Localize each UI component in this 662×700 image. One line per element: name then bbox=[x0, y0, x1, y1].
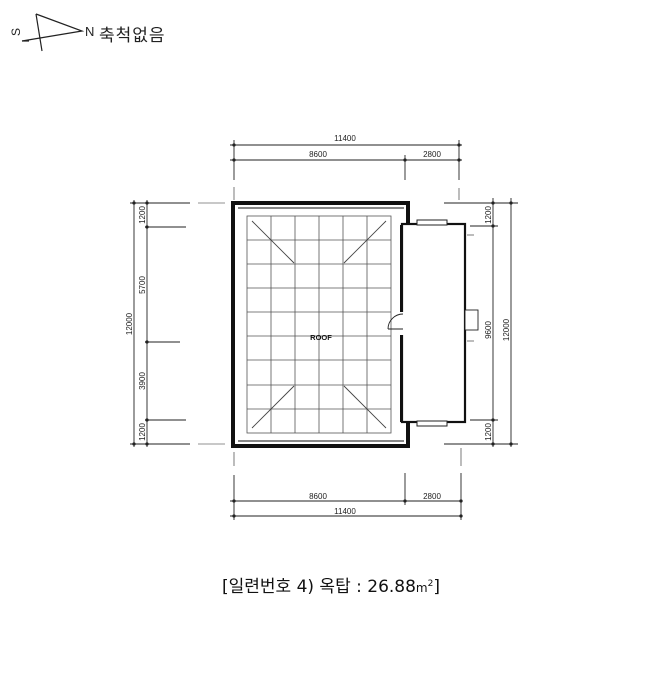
scale-note: 축척없음 bbox=[99, 26, 166, 46]
bottom-dimension-lines bbox=[230, 448, 463, 520]
caption-unit: m bbox=[415, 581, 428, 595]
left-dimension-segment-4: 1200 bbox=[138, 423, 147, 441]
roof-outer-wall bbox=[231, 201, 410, 448]
roof-label: ROOF bbox=[310, 333, 332, 342]
top-dimension-segment-1: 8600 bbox=[309, 150, 327, 159]
right-dimension-segment-2: 9600 bbox=[484, 321, 493, 339]
caption-unit-superscript: 2 bbox=[427, 579, 434, 589]
window-top bbox=[416, 219, 448, 226]
top-total-dimension: 11400 bbox=[334, 134, 356, 143]
window-bottom bbox=[416, 420, 448, 427]
left-dimension-segment-2: 5700 bbox=[138, 276, 147, 294]
caption-close-bracket: ] bbox=[433, 577, 440, 597]
roof-grid bbox=[246, 215, 392, 434]
left-dimension-segment-1: 1200 bbox=[138, 206, 147, 224]
left-dimension-lines bbox=[130, 200, 225, 447]
top-dimension-lines bbox=[230, 140, 462, 200]
roof-drain-slope-lines bbox=[251, 220, 387, 429]
rooftop-floor-plan: 11400 8600 2800 8600 2800 11400 12000 12… bbox=[125, 134, 518, 520]
bottom-dimension-segment-2: 2800 bbox=[423, 492, 441, 501]
door-swing-icon bbox=[387, 312, 405, 335]
plan-caption: [일련번호 4) 옥탑 : 26.88m2] bbox=[0, 572, 662, 597]
left-dimension-segment-3: 3900 bbox=[138, 372, 147, 390]
right-dimension-segment-3: 1200 bbox=[484, 423, 493, 441]
stair-penthouse bbox=[400, 219, 479, 427]
right-dimension-lines bbox=[444, 198, 518, 447]
right-dimension-segment-1: 1200 bbox=[484, 206, 493, 224]
north-arrow-block: N S 축척없음 bbox=[0, 0, 220, 60]
bottom-dimension-segment-1: 8600 bbox=[309, 492, 327, 501]
south-label: S bbox=[9, 28, 23, 36]
caption-text: [일련번호 4) 옥탑 : 26.88 bbox=[221, 577, 416, 597]
top-dimension-segment-2: 2800 bbox=[423, 150, 441, 159]
north-arrow-icon: N S bbox=[9, 13, 94, 52]
right-total-dimension: 12000 bbox=[502, 318, 511, 341]
side-vent bbox=[464, 309, 479, 331]
north-label: N bbox=[85, 24, 94, 39]
left-total-dimension: 12000 bbox=[125, 312, 134, 335]
bottom-total-dimension: 11400 bbox=[334, 507, 356, 516]
